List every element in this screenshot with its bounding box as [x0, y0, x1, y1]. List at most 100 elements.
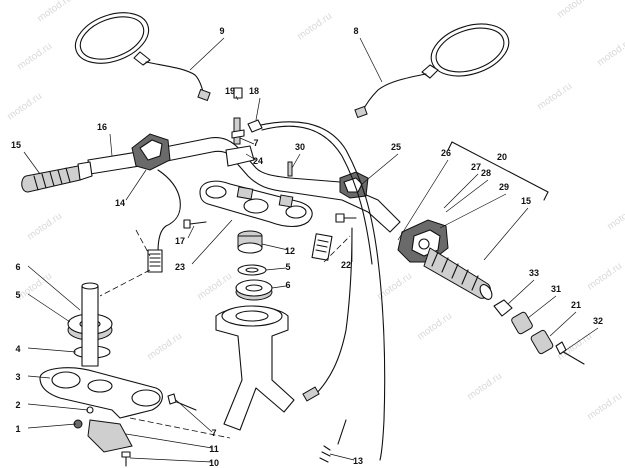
- callout-c16: 16: [97, 122, 107, 132]
- watermark-text: motod.ru: [585, 391, 624, 423]
- leader-c10: [129, 457, 213, 463]
- leader-c9: [189, 37, 225, 71]
- callout-c30: 30: [295, 142, 305, 152]
- callout-c9: 9: [219, 26, 224, 36]
- callout-c5b: 5: [285, 262, 290, 272]
- top-triple-clamp: [199, 180, 313, 228]
- callout-c29: 29: [499, 182, 509, 192]
- leader-c16: [109, 133, 113, 157]
- leader-c11: [125, 433, 213, 449]
- watermark-text: motod.ru: [15, 41, 54, 73]
- leader-c12: [261, 243, 289, 251]
- watermark-text: motod.ru: [25, 211, 64, 243]
- leader-c5b: [265, 267, 287, 271]
- leader-c25: [361, 153, 399, 185]
- callout-c12: 12: [285, 246, 295, 256]
- callout-c13: 13: [353, 456, 363, 466]
- callout-c6b: 6: [285, 280, 290, 290]
- watermark-text: motod.ru: [195, 271, 234, 303]
- leader-c14: [125, 169, 147, 201]
- callout-c19: 19: [225, 86, 235, 96]
- upper-bearing: [235, 279, 273, 301]
- callout-c15a: 15: [11, 140, 21, 150]
- left-grip: [21, 161, 93, 193]
- callout-c7a: 7: [211, 428, 216, 438]
- callout-c23: 23: [175, 262, 185, 272]
- leader-c24: [245, 153, 257, 161]
- leader-c17: [187, 225, 195, 239]
- leader-lines: [23, 37, 599, 463]
- callout-c7b: 7: [253, 138, 258, 148]
- leader-c18: [255, 97, 261, 121]
- callout-c5a: 5: [15, 290, 20, 300]
- callout-c25: 25: [391, 142, 401, 152]
- leader-c21: [549, 311, 577, 337]
- callout-c33: 33: [529, 268, 539, 278]
- callout-c26: 26: [441, 148, 451, 158]
- leader-c31: [527, 295, 557, 319]
- watermark-text: motod.ru: [5, 91, 44, 123]
- callout-c11: 11: [209, 444, 219, 454]
- leader-c23: [191, 219, 233, 265]
- callout-c4: 4: [15, 344, 20, 354]
- leader-c13: [329, 453, 355, 461]
- leader-c3: [27, 375, 51, 379]
- callout-c20: 20: [497, 152, 507, 162]
- leader-c4: [27, 347, 77, 353]
- callout-labels: 1234556677891011121314151516171819202122…: [11, 26, 603, 468]
- top-clamp: [225, 87, 255, 167]
- watermark-text: motod.ru: [535, 81, 574, 113]
- callout-c21: 21: [571, 300, 581, 310]
- watermark-text: motod.ru: [605, 201, 625, 233]
- left-switch-housing: [131, 133, 181, 273]
- callout-c22: 22: [341, 260, 351, 270]
- throttle-assembly-bracket: [447, 141, 549, 201]
- leader-c33: [507, 279, 535, 305]
- right-switch-housing: [311, 171, 369, 261]
- callout-c2: 2: [15, 400, 20, 410]
- leader-c26: [397, 159, 449, 241]
- watermark-text: motod.ru: [15, 271, 54, 303]
- leader-c6b: [271, 285, 287, 289]
- leader-c27: [443, 173, 479, 209]
- leader-c1: [27, 423, 77, 429]
- callout-c27: 27: [471, 162, 481, 172]
- leader-c15b: [483, 207, 529, 261]
- callout-c14: 14: [115, 198, 125, 208]
- leader-c6a: [27, 265, 81, 311]
- callout-c24: 24: [253, 156, 263, 166]
- callout-c17: 17: [175, 236, 185, 246]
- watermark-text: motod.ru: [465, 371, 504, 403]
- bolts: [121, 161, 357, 467]
- watermark-text: motod.ru: [415, 311, 454, 343]
- frame-headstock: [215, 305, 295, 431]
- center-washer: [237, 264, 267, 276]
- left-mirror: [74, 12, 211, 102]
- leader-c7a: [175, 399, 213, 433]
- watermark-text: motod.ru: [145, 331, 184, 363]
- right-mirror: [354, 23, 510, 119]
- callout-c31: 31: [551, 284, 561, 294]
- steering-stem-assembly: [39, 282, 163, 453]
- callout-c6a: 6: [15, 262, 20, 272]
- leader-c32: [565, 327, 599, 351]
- leader-c29: [439, 193, 507, 229]
- leader-c2: [27, 403, 89, 411]
- callout-c3: 3: [15, 372, 20, 382]
- leader-c30: [291, 153, 301, 169]
- callout-c15b: 15: [521, 196, 531, 206]
- leader-c5a: [27, 293, 71, 323]
- steering-nut: [237, 230, 263, 254]
- callout-c10: 10: [209, 458, 219, 468]
- right-grip: [423, 247, 493, 300]
- callout-c32: 32: [593, 316, 603, 326]
- watermark-text: motod.ru: [555, 0, 594, 20]
- control-cables: [247, 119, 386, 463]
- leader-c19: [235, 95, 239, 101]
- watermark-text: motod.ru: [295, 11, 334, 43]
- callout-c28: 28: [481, 168, 491, 178]
- leader-c15a: [23, 151, 41, 175]
- callout-c1: 1: [15, 424, 20, 434]
